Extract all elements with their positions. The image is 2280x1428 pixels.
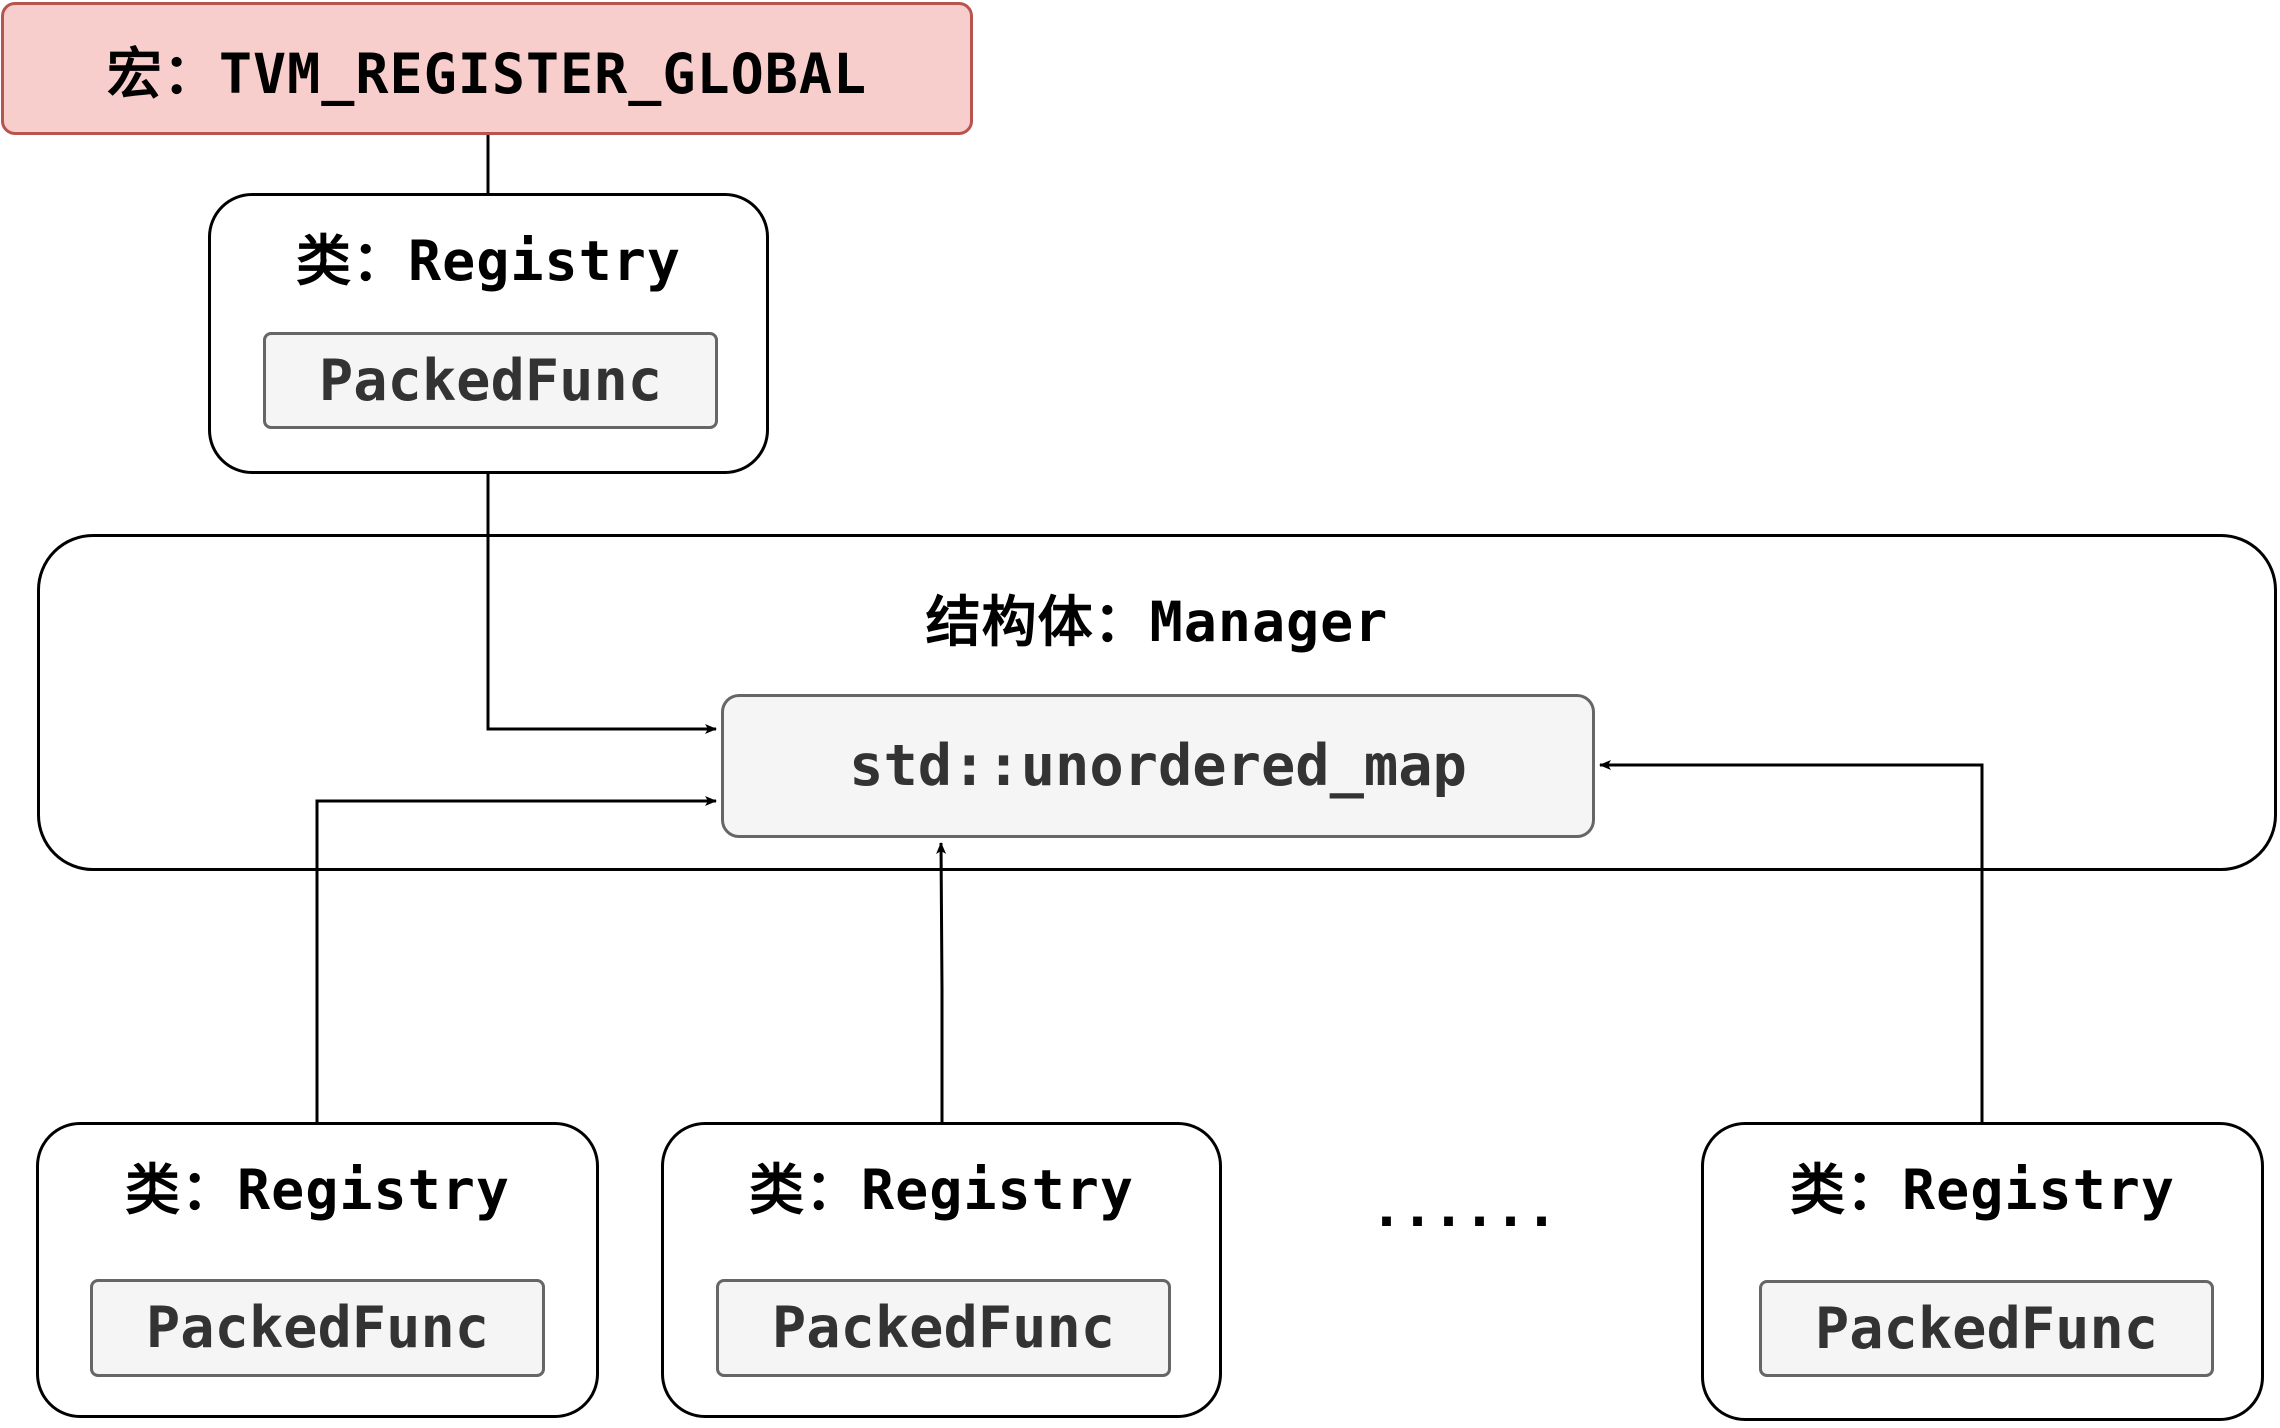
macro-name: TVM_REGISTER_GLOBAL (218, 41, 868, 106)
macro-label: 宏：TVM_REGISTER_GLOBAL (107, 29, 867, 109)
registry-prefix: 类： (1790, 1158, 1903, 1222)
unordered-map-box: std::unordered_map (721, 694, 1595, 838)
registry-box-bottom-1: 类：Registry PackedFunc (36, 1122, 599, 1418)
ellipsis: ...... (1377, 1180, 1563, 1238)
registry-box-top: 类：Registry PackedFunc (208, 193, 769, 474)
registry-name: Registry (408, 229, 681, 293)
packed-func-box: PackedFunc (90, 1279, 545, 1377)
packed-func-box: PackedFunc (263, 332, 718, 429)
registry-name: Registry (1902, 1158, 2175, 1222)
registry-prefix: 类： (296, 229, 409, 293)
registry-prefix: 类： (749, 1158, 862, 1222)
registry-prefix: 类： (125, 1158, 238, 1222)
manager-prefix: 结构体： (925, 590, 1150, 654)
manager-name: Manager (1149, 590, 1389, 654)
macro-prefix: 宏： (106, 41, 219, 106)
registry-box-bottom-2: 类：Registry PackedFunc (661, 1122, 1222, 1418)
macro-box: 宏：TVM_REGISTER_GLOBAL (1, 2, 973, 135)
registry-2-to-map-arrow (936, 842, 947, 1122)
registry-title: 类：Registry (1704, 1145, 2261, 1225)
registry-title: 类：Registry (211, 216, 766, 296)
registry-title: 类：Registry (39, 1145, 596, 1225)
packed-func-box: PackedFunc (1759, 1280, 2214, 1377)
manager-title: 结构体：Manager (40, 577, 2274, 657)
packed-func-box: PackedFunc (716, 1279, 1171, 1377)
registry-name: Registry (237, 1158, 510, 1222)
registry-title: 类：Registry (664, 1145, 1219, 1225)
registry-name: Registry (861, 1158, 1134, 1222)
registry-box-bottom-3: 类：Registry PackedFunc (1701, 1122, 2264, 1421)
